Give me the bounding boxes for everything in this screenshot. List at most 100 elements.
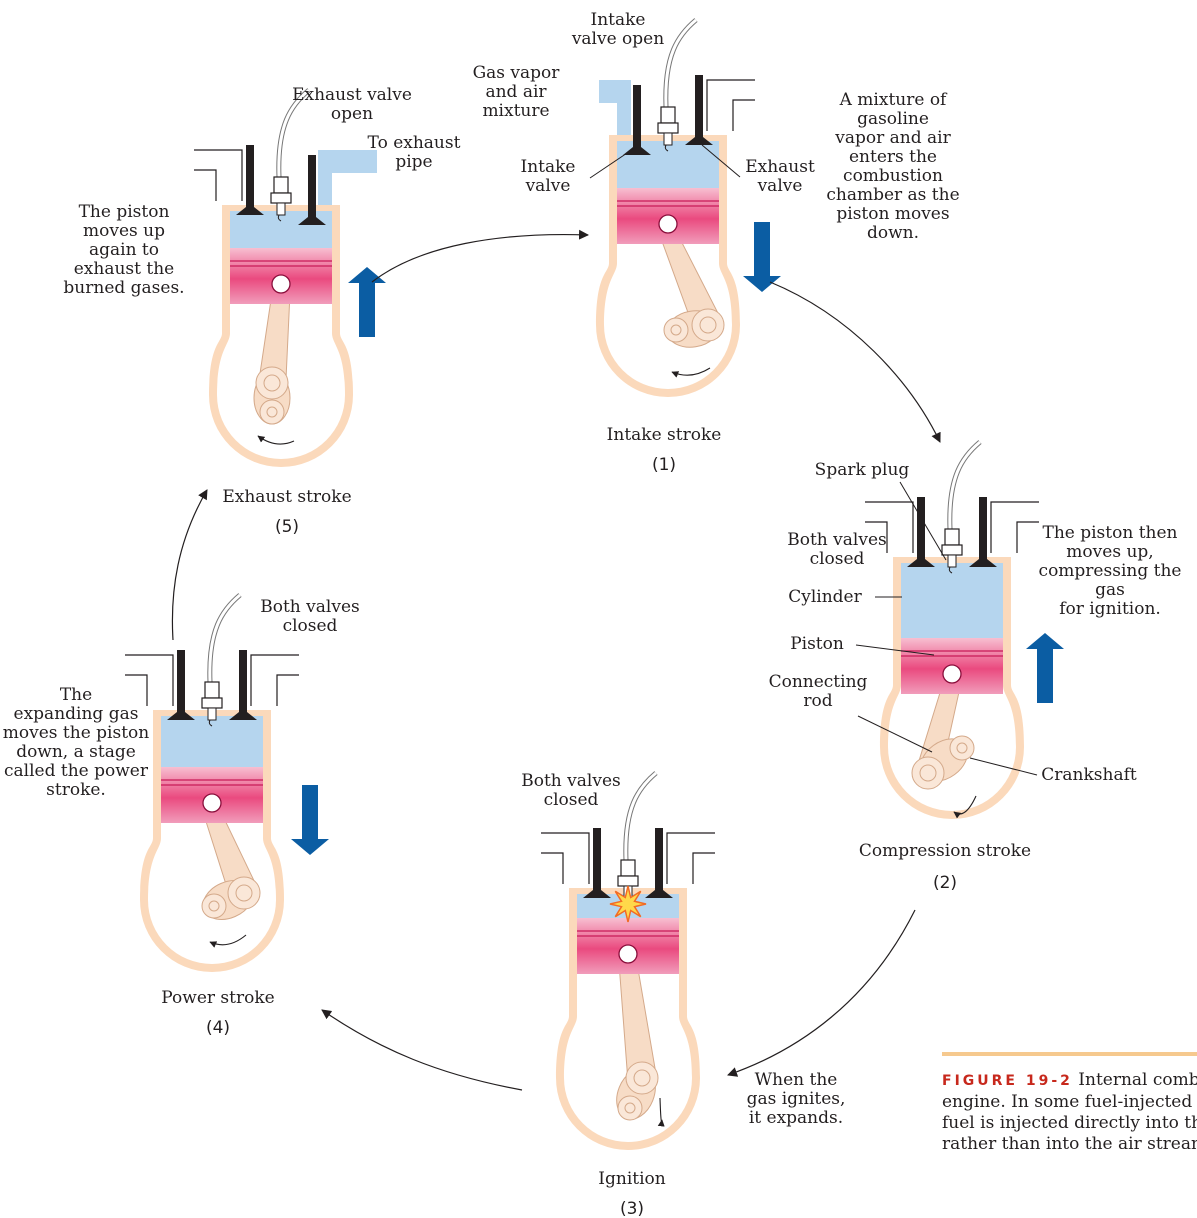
engine-exhaust: [194, 90, 386, 467]
caption-rule: [942, 1052, 1197, 1056]
arrow-intake-to-compression: [770, 282, 940, 442]
crank-pin: [626, 1062, 658, 1094]
crankshaft: [664, 318, 688, 342]
exhaust-valve: [239, 650, 247, 716]
piston-direction-arrow-down: [291, 785, 329, 855]
wrist-pin: [203, 794, 221, 812]
stroke-number-intake: (1): [652, 455, 676, 475]
crankshaft: [950, 736, 974, 760]
caption-figure-number: FIGURE 19-2: [942, 1073, 1073, 1089]
label-cylinder: Cylinder: [788, 587, 862, 607]
exhaust-valve: [695, 75, 703, 141]
stroke-number-power: (4): [206, 1018, 230, 1038]
exhaust-port: [707, 80, 755, 131]
piston-direction-arrow-up: [1026, 633, 1064, 703]
spark-plug: [202, 595, 240, 726]
caption-line: Internal combustion: [1073, 1070, 1197, 1090]
figure-caption: FIGURE 19-2 Internal combustionengine. I…: [942, 1052, 1197, 1218]
intake-valve: [246, 145, 254, 211]
crankshaft: [202, 894, 226, 918]
stroke-number-exhaust: (5): [275, 517, 299, 537]
caption-line: fuel is injected directly into the cylin…: [942, 1113, 1197, 1133]
stroke-name-compression: Compression stroke: [859, 841, 1031, 861]
caption-line: engine. In some fuel-injected engines th…: [942, 1092, 1197, 1112]
engine-intake: [596, 20, 781, 397]
stroke-name-power: Power stroke: [161, 988, 274, 1008]
crank-pin: [256, 367, 288, 399]
spark-plug: [271, 90, 309, 221]
ignition-spark: [610, 886, 646, 922]
piston-direction-arrow-down: [743, 222, 781, 292]
exhaust-valve: [979, 497, 987, 563]
intake-port-lower: [541, 853, 563, 884]
engine-compression: [865, 442, 1064, 819]
caption-line: rather than into the: [942, 1134, 1113, 1154]
wrist-pin: [619, 945, 637, 963]
intake-port-lower: [125, 675, 147, 706]
stroke-number-compression: (2): [933, 873, 957, 893]
wrist-pin: [272, 275, 290, 293]
engine-ignition: [541, 773, 715, 1150]
exhaust-port-lower: [277, 675, 299, 706]
crankshaft: [618, 1096, 642, 1120]
label-piston: Piston: [790, 634, 844, 654]
intake-valve: [633, 85, 641, 151]
exhaust-port: [251, 655, 299, 706]
exhaust-port-lower: [1017, 522, 1039, 553]
intake-valve: [593, 828, 601, 894]
exhaust-port-lower: [693, 853, 715, 884]
intake-valve: [917, 497, 925, 563]
combustion-chamber: [901, 563, 1003, 638]
piston-direction-arrow-up: [348, 267, 386, 337]
stroke-name-exhaust: Exhaust stroke: [222, 487, 351, 507]
exhaust-valve: [308, 155, 316, 221]
intake-port: [599, 80, 631, 135]
combustion-chamber: [161, 716, 263, 767]
intake-port: [194, 150, 242, 201]
arrow-ignition-to-power: [322, 1010, 522, 1090]
exhaust-port-lower: [733, 100, 755, 131]
intake-port: [541, 833, 589, 884]
arrow-compression-to-ignition: [728, 910, 915, 1075]
wrist-pin: [659, 215, 677, 233]
engine-power: [125, 595, 329, 972]
crank-pin: [692, 309, 724, 341]
crank-pin: [912, 757, 944, 789]
label-crankshaft: Crankshaft: [1041, 765, 1137, 785]
stroke-name-intake: Intake stroke: [607, 425, 722, 445]
stroke-name-ignition: Ignition: [598, 1169, 665, 1189]
intake-port-lower: [194, 170, 216, 201]
exhaust-valve: [655, 828, 663, 894]
arrow-power-to-exhaust: [172, 490, 207, 640]
exhaust-port: [991, 502, 1039, 553]
arrow-exhaust-to-intake: [372, 235, 588, 282]
exhaust-port: [667, 833, 715, 884]
label-intake-valve: Intakevalve: [521, 157, 576, 196]
crankshaft: [260, 400, 284, 424]
label-spark-plug: Spark plug: [815, 460, 910, 480]
intake-port: [125, 655, 173, 706]
stroke-number-ignition: (3): [620, 1199, 644, 1218]
caption-text: FIGURE 19-2 Internal combustionengine. I…: [942, 1070, 1197, 1155]
wrist-pin: [943, 665, 961, 683]
crank-pin: [228, 877, 260, 909]
exhaust-port: [318, 150, 377, 205]
spark-plug: [618, 773, 656, 904]
description-compression: The piston thenmoves up,compressing theg…: [1039, 523, 1182, 619]
spark-plug: [942, 442, 980, 573]
intake-valve: [177, 650, 185, 716]
